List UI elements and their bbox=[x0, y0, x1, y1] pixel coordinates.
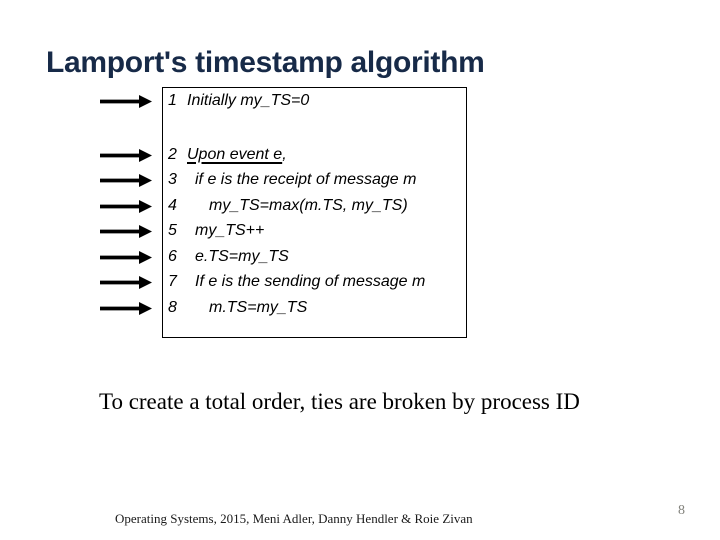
code-line: 1 Initially my_TS=0 bbox=[168, 89, 466, 115]
line-number: 6 bbox=[168, 247, 177, 265]
arrow-icon bbox=[100, 301, 152, 315]
arrow-icon bbox=[100, 174, 152, 188]
code-text: Initially my_TS=0 bbox=[187, 92, 310, 110]
code-text: m.TS=my_TS bbox=[209, 298, 308, 316]
arrow-icon bbox=[100, 95, 152, 109]
code-text: Upon event e, bbox=[187, 145, 287, 163]
code-line: 6 e.TS=my_TS bbox=[168, 244, 466, 270]
footer-credits: Operating Systems, 2015, Meni Adler, Dan… bbox=[115, 511, 473, 526]
line-number: 4 bbox=[168, 196, 177, 214]
arrow-icon bbox=[100, 148, 152, 162]
algorithm-box: 1 Initially my_TS=0 2 Upon event e, 3 if… bbox=[162, 87, 467, 338]
arrow-icon bbox=[100, 250, 152, 264]
code-line: 2 Upon event e, bbox=[168, 142, 466, 168]
arrow-icon bbox=[100, 276, 152, 290]
arrow-icon bbox=[100, 225, 152, 239]
code-line: 5 my_TS++ bbox=[168, 219, 466, 245]
line-number: 5 bbox=[168, 222, 177, 240]
code-text: my_TS=max(m.TS, my_TS) bbox=[209, 196, 408, 214]
line-number: 8 bbox=[168, 298, 177, 316]
blank-line bbox=[168, 114, 466, 142]
line-number: 3 bbox=[168, 171, 177, 189]
code-line: 8 m.TS=my_TS bbox=[168, 295, 466, 321]
code-line: 4 my_TS=max(m.TS, my_TS) bbox=[168, 193, 466, 219]
code-line: 7 If e is the sending of message m bbox=[168, 270, 466, 296]
note-text: To create a total order, ties are broken… bbox=[99, 389, 580, 414]
code-text: my_TS++ bbox=[195, 222, 265, 240]
arrow-icon bbox=[100, 199, 152, 213]
line-number: 2 bbox=[168, 145, 177, 163]
algorithm-lines: 1 Initially my_TS=0 2 Upon event e, 3 if… bbox=[163, 88, 466, 321]
page-title: Lamport's timestamp algorithm bbox=[46, 46, 485, 80]
code-text: If e is the sending of message m bbox=[195, 273, 426, 291]
page-number: 8 bbox=[678, 503, 685, 518]
line-number: 7 bbox=[168, 273, 177, 291]
line-number: 1 bbox=[168, 92, 177, 110]
code-line: 3 if e is the receipt of message m bbox=[168, 168, 466, 194]
code-text: if e is the receipt of message m bbox=[195, 171, 417, 189]
code-text: e.TS=my_TS bbox=[195, 247, 289, 265]
